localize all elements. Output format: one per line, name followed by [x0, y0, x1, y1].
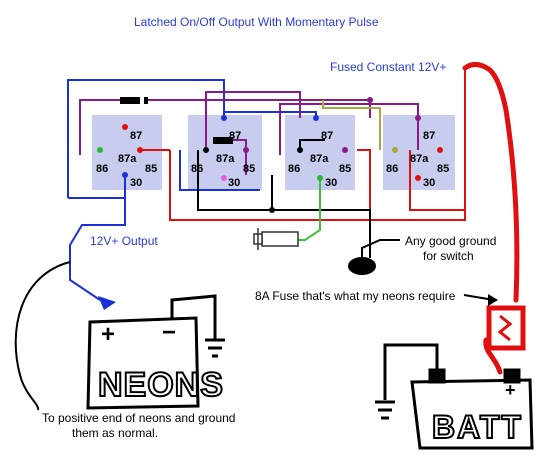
power-wires — [140, 68, 466, 221]
battery-box — [375, 343, 534, 450]
neons-plus-sign: + — [101, 321, 115, 348]
fuse — [486, 305, 526, 351]
relay-2-pin-86: 86 — [191, 163, 203, 175]
ground-pointer — [361, 239, 400, 258]
fused-constant-label: Fused Constant 12V+ — [330, 60, 447, 74]
output-label: 12V+ Output — [90, 234, 158, 248]
relay-3-pin-30: 30 — [325, 177, 337, 189]
relay-3-pin-85: 85 — [339, 163, 351, 175]
relay-1-pin-86: 86 — [96, 163, 108, 175]
diode-icon-2 — [213, 137, 233, 144]
fuse-element — [497, 314, 513, 342]
neons-minus-sign: − — [162, 319, 176, 346]
relay-3-pin-87: 87 — [321, 130, 333, 142]
output-arrow — [98, 296, 116, 310]
ground-switch-blob — [348, 257, 376, 275]
fuse-pointer-arrow — [488, 294, 498, 306]
relay-2-pin-87: 87 — [229, 130, 241, 142]
neons-box — [86, 294, 225, 410]
constant-power-cable — [462, 62, 520, 375]
olive-wire — [322, 100, 381, 150]
relay-4-pin-30: 30 — [423, 177, 435, 189]
neons-label: NEONS — [98, 366, 224, 404]
relay-4-pin-87: 87 — [423, 130, 435, 142]
relay-4-pin-86: 86 — [386, 163, 398, 175]
battery-label: BATT — [432, 409, 523, 445]
neons-note-line1: To positive end of neons and ground — [42, 411, 236, 425]
junction-dots — [97, 97, 443, 213]
momentary-switch-icon[interactable] — [253, 228, 299, 250]
relay-4-pin-85: 85 — [437, 163, 449, 175]
fuse-note-label: 8A Fuse that's what my neons require — [255, 289, 456, 303]
ground-switch-label-line2: for switch — [423, 249, 474, 263]
relay-3-pin-87a: 87a — [310, 153, 329, 165]
relay-3-pin-86: 86 — [288, 163, 300, 175]
battery-plus-sign: + — [505, 380, 516, 400]
relay-2-pin-30: 30 — [228, 177, 240, 189]
relay-1-pin-87: 87 — [130, 130, 142, 142]
relay-1-pin-87a: 87a — [118, 153, 137, 165]
diode-icon — [120, 97, 148, 104]
relay-1-pin-85: 85 — [145, 163, 157, 175]
relay-2-pin-85: 85 — [243, 163, 255, 175]
switch-wire — [298, 178, 321, 241]
relay-1-pin-30: 30 — [130, 177, 142, 189]
relay-2-pin-87a: 87a — [216, 153, 235, 165]
ground-wires — [197, 139, 371, 258]
ground-switch-label-line1: Any good ground — [405, 234, 497, 248]
neons-note-line2: them as normal. — [72, 426, 159, 440]
diagram-title: Latched On/Off Output With Momentary Pul… — [134, 15, 379, 29]
neons-note-pointer — [14, 261, 71, 411]
relay-4-pin-87a: 87a — [410, 153, 429, 165]
